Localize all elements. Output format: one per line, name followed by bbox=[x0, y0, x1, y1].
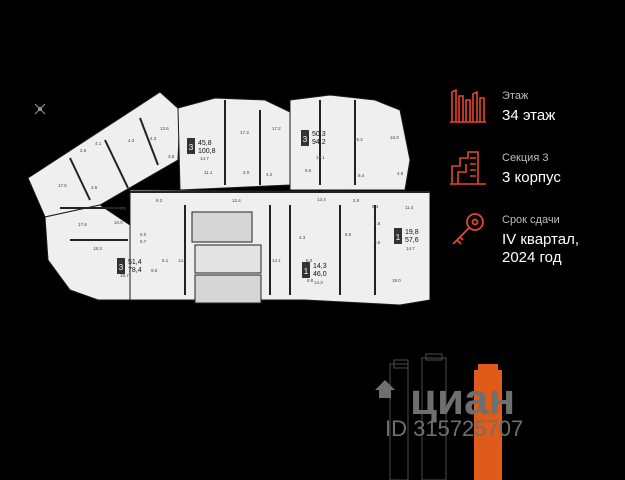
room-area-label: 16.0 bbox=[390, 135, 399, 140]
room-area-label: 17.5 bbox=[58, 183, 67, 188]
room-area-label: 14.3 bbox=[314, 280, 323, 285]
room-area-label: 6.0 bbox=[306, 258, 313, 263]
room-area-label: 6.0 bbox=[140, 232, 147, 237]
room-area-label: 14.7 bbox=[200, 156, 209, 161]
room-area-label: 4.1 bbox=[95, 141, 102, 146]
watermark-id: ID 315725707 bbox=[385, 416, 523, 441]
deadline-value-line2: 2024 год bbox=[502, 249, 562, 266]
deadline-info: Срок сдачи IV квартал, 2024 год bbox=[448, 210, 618, 267]
svg-text:46,0: 46,0 bbox=[313, 271, 327, 278]
section-label: Секция 3 bbox=[502, 152, 549, 164]
room-area-label: 4.5 bbox=[91, 185, 98, 190]
room-area-label: 15.7 bbox=[120, 273, 129, 278]
room-area-labels: 13.6 4.1 2.6 4.3 4.3 3.8 14.7 11.1 17.3 2.0 17.2 4.… bbox=[58, 126, 415, 285]
room-area-label: 2.8 bbox=[374, 221, 381, 226]
room-area-label: 10.0 bbox=[114, 220, 123, 225]
room-area-label: 3.5 bbox=[374, 240, 381, 245]
floor-label: Этаж bbox=[502, 90, 529, 102]
svg-text:14,3: 14,3 bbox=[313, 263, 327, 270]
deadline-label: Срок сдачи bbox=[502, 214, 560, 226]
room-area-label: 9.5 bbox=[151, 268, 158, 273]
svg-text:50,3: 50,3 bbox=[312, 131, 326, 138]
room-area-label: 11.4 bbox=[405, 205, 414, 210]
room-area-label: 12.4 bbox=[232, 198, 241, 203]
room-area-label: 14.1 bbox=[272, 258, 281, 263]
room-area-label: 19.1 bbox=[316, 155, 325, 160]
floor-plan: 3 45,8 100,8 3 50,3 94,2 1 19,8 57,6 3 5… bbox=[27, 91, 430, 306]
section-value: 3 корпус bbox=[502, 169, 561, 186]
room-area-label: 11.1 bbox=[204, 170, 213, 175]
watermark-logo-icon bbox=[375, 380, 395, 398]
room-area-label: 2.8 bbox=[353, 198, 360, 203]
room-area-label: 17.3 bbox=[240, 130, 249, 135]
room-area-label: 14.1 bbox=[178, 258, 187, 263]
room-area-label: 5.4 bbox=[372, 204, 379, 209]
room-area-label: 17.2 bbox=[272, 126, 281, 131]
svg-text:78,4: 78,4 bbox=[128, 267, 142, 274]
room-area-label: 18.3 bbox=[93, 246, 102, 251]
key-icon bbox=[452, 213, 484, 245]
unit-tag[interactable]: 3 45,8 100,8 bbox=[187, 138, 216, 155]
room-area-label: 3.3 bbox=[120, 206, 127, 211]
svg-text:45,8: 45,8 bbox=[198, 140, 212, 147]
room-area-label: 3.8 bbox=[168, 154, 175, 159]
room-area-label: 4.6 bbox=[397, 171, 404, 176]
svg-text:1: 1 bbox=[396, 233, 401, 242]
section-icon bbox=[450, 151, 486, 185]
svg-text:100,8: 100,8 bbox=[198, 148, 216, 155]
watermark-brand: циан bbox=[410, 375, 515, 424]
floor-info: Этаж 34 этаж bbox=[448, 86, 618, 126]
room-area-label: 2.6 bbox=[80, 148, 87, 153]
compass-icon bbox=[34, 103, 46, 115]
room-area-label: 8.4 bbox=[358, 173, 365, 178]
room-area-label: 4.2 bbox=[266, 172, 273, 177]
room-area-label: 13.6 bbox=[160, 126, 169, 131]
floor-value: 34 этаж bbox=[502, 107, 556, 124]
room-area-label: 13.4 bbox=[317, 197, 326, 202]
svg-text:57,6: 57,6 bbox=[405, 237, 419, 244]
section-info: Секция 3 3 корпус bbox=[448, 148, 618, 188]
svg-text:1: 1 bbox=[304, 267, 309, 276]
unit-tag[interactable]: 1 19,8 57,6 bbox=[394, 228, 419, 244]
room-area-label: 8.5 bbox=[345, 232, 352, 237]
room-area-label: 17.8 bbox=[78, 222, 87, 227]
svg-text:3: 3 bbox=[303, 135, 308, 144]
room-area-label: 4.3 bbox=[299, 235, 306, 240]
room-area-label: 14.7 bbox=[406, 246, 415, 251]
svg-text:3: 3 bbox=[189, 143, 194, 152]
room-area-label: 19.0 bbox=[392, 278, 401, 283]
room-area-label: 9.5 bbox=[305, 168, 312, 173]
room-area-label: 4.3 bbox=[128, 138, 135, 143]
room-area-label: 5.7 bbox=[140, 239, 147, 244]
unit-tag[interactable]: 1 14,3 46,0 bbox=[302, 262, 327, 278]
room-area-label: 15.2 bbox=[354, 137, 363, 142]
building-icon bbox=[450, 88, 486, 123]
svg-text:19,8: 19,8 bbox=[405, 229, 419, 236]
svg-text:3: 3 bbox=[119, 263, 124, 272]
building-illustration bbox=[389, 353, 502, 480]
room-area-label: 6.1 bbox=[162, 258, 169, 263]
cian-watermark: циан ID 315725707 bbox=[375, 353, 523, 480]
svg-text:51,4: 51,4 bbox=[128, 259, 142, 266]
room-area-label: 2.0 bbox=[243, 170, 250, 175]
info-panel: Этаж 34 этаж Секция 3 3 корпус Срок сдач… bbox=[448, 86, 618, 289]
wall-lines bbox=[60, 100, 430, 295]
room-area-label: 4.3 bbox=[150, 136, 157, 141]
elevator-core bbox=[191, 211, 262, 304]
unit-tag[interactable]: 3 51,4 78,4 bbox=[117, 258, 142, 274]
deadline-value-line1: IV квартал, bbox=[502, 231, 580, 248]
unit-tag[interactable]: 3 50,3 94,2 bbox=[301, 130, 326, 146]
room-area-label: 8.3 bbox=[156, 198, 163, 203]
svg-text:94,2: 94,2 bbox=[312, 139, 326, 146]
room-area-label: 8.8 bbox=[307, 278, 314, 283]
